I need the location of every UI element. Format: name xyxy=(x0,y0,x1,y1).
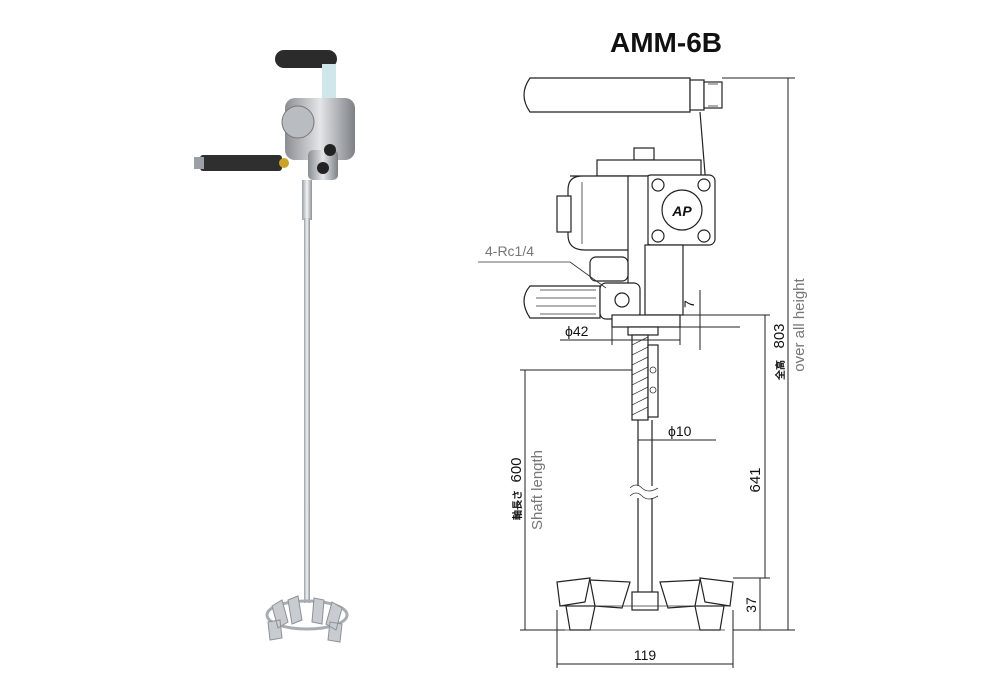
photo-top-handle xyxy=(275,50,337,104)
photo-side-handle xyxy=(194,155,289,171)
dim-diameter-42: ϕ42 xyxy=(560,323,681,345)
product-photo xyxy=(194,50,355,643)
photo-motor-body xyxy=(281,98,355,180)
dim-7: 7 xyxy=(680,290,740,350)
dim-37-label: 37 xyxy=(743,597,759,613)
dim-diameter-42-label: ϕ42 xyxy=(565,323,589,339)
product-title: AMM-6B xyxy=(610,27,722,58)
port-label: 4-Rc1/4 xyxy=(485,243,534,259)
dim-shaft-length: 600 軸長さ Shaft length xyxy=(508,369,632,631)
shaft-en-label: Shaft length xyxy=(529,450,546,530)
overall-jp-label: 全高 xyxy=(774,360,787,381)
dim-641-label: 641 xyxy=(747,467,764,492)
dim-overall-height: 803 全高 over all height xyxy=(722,77,808,631)
top-handle xyxy=(523,77,723,113)
overall-en-label: over all height xyxy=(791,277,808,371)
dim-37: 37 xyxy=(733,578,770,631)
brand-logo: AP xyxy=(671,203,692,219)
overall-value-label: 803 xyxy=(771,323,788,348)
photo-impeller xyxy=(265,595,349,643)
dim-diameter-10: ϕ10 xyxy=(638,423,716,441)
shaft-value-label: 600 xyxy=(508,457,525,482)
port-callout: 4-Rc1/4 xyxy=(478,243,607,289)
mixer-drawing: AP xyxy=(523,77,734,631)
dim-diameter-10-label: ϕ10 xyxy=(668,423,692,439)
dim-641: 641 xyxy=(720,314,770,579)
photo-shaft xyxy=(302,180,312,603)
dim-7-label: 7 xyxy=(681,300,697,308)
dim-119: 119 xyxy=(556,610,734,668)
impeller xyxy=(556,577,734,631)
shaft-jp-label: 軸長さ xyxy=(511,490,524,520)
dim-119-label: 119 xyxy=(634,647,657,663)
